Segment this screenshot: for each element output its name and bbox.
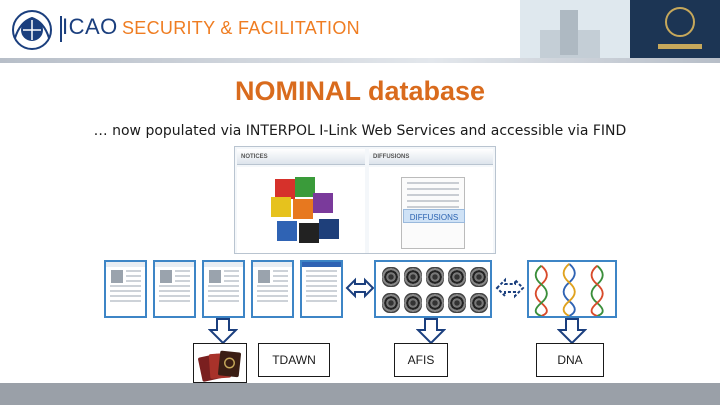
- fingerprint-icon: [470, 267, 488, 287]
- notice-dark-blue: [319, 219, 339, 239]
- passports-image: [193, 343, 247, 383]
- notice-orange: [293, 199, 313, 219]
- fingerprints-panel: [374, 260, 492, 318]
- fingerprint-icon: [426, 293, 444, 313]
- diffusions-pane: DIFFUSIONS: [369, 167, 493, 253]
- icao-emblem-icon: [12, 10, 52, 50]
- down-arrow-icon: [208, 318, 238, 344]
- down-arrow-icon: [557, 318, 587, 344]
- notice-doc-thumb: [300, 260, 343, 318]
- division-name: SECURITY & FACILITATION: [122, 18, 360, 38]
- notices-tab: NOTICES: [237, 149, 365, 165]
- header-separator: [60, 16, 62, 42]
- diffusions-tab: DIFFUSIONS: [369, 149, 493, 165]
- notice-blue: [277, 221, 297, 241]
- fingerprint-icon: [382, 293, 400, 313]
- notice-yellow: [271, 197, 291, 217]
- tdawn-label: TDAWN: [258, 343, 330, 377]
- notice-doc-thumb: [104, 260, 147, 318]
- notice-green: [295, 177, 315, 197]
- dashed-double-arrow-icon: [495, 277, 525, 299]
- notices-pane: [237, 167, 365, 253]
- slide-subtitle: … now populated via INTERPOL I-Link Web …: [93, 123, 627, 139]
- fingerprint-icon: [470, 293, 488, 313]
- fingerprint-icon: [404, 267, 422, 287]
- fingerprint-icon: [426, 267, 444, 287]
- dna-strands-image: [527, 260, 617, 318]
- notice-red: [275, 179, 295, 199]
- down-arrow-icon: [416, 318, 446, 344]
- fingerprint-icon: [448, 267, 466, 287]
- fingerprint-icon: [404, 293, 422, 313]
- notice-purple: [313, 193, 333, 213]
- dna-label: DNA: [536, 343, 604, 377]
- notices-diffusions-screenshot: NOTICES DIFFUSIONS DIFFUSIONS: [234, 146, 496, 254]
- header-divider-bar: [0, 58, 720, 63]
- notice-doc-thumb: [202, 260, 245, 318]
- slide-footer-bar: [0, 383, 720, 405]
- slide-title: NOMINAL database: [234, 76, 486, 106]
- slide-header: ICAO SECURITY & FACILITATION: [0, 0, 720, 63]
- notice-doc-thumb: [251, 260, 294, 318]
- notice-doc-thumb: [153, 260, 196, 318]
- fingerprint-icon: [448, 293, 466, 313]
- diffusions-banner: DIFFUSIONS: [403, 209, 465, 223]
- org-name: ICAO: [62, 14, 118, 39]
- fingerprint-icon: [382, 267, 400, 287]
- afis-label: AFIS: [394, 343, 448, 377]
- double-arrow-icon: [345, 277, 375, 299]
- notice-black: [299, 223, 319, 243]
- airport-passport-photo: [520, 0, 720, 60]
